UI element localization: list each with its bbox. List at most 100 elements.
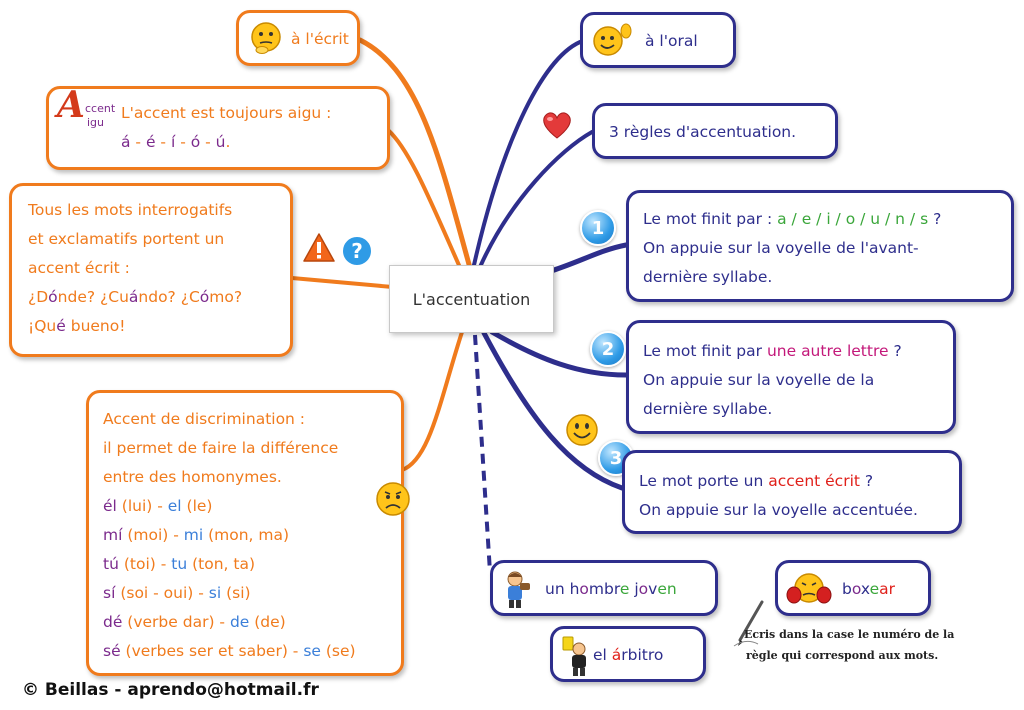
rule2-line3: dernière syllabe. bbox=[643, 400, 773, 418]
gloss: (si) bbox=[221, 584, 251, 602]
accented-vowel: á bbox=[121, 133, 131, 151]
rule-text: Le mot finit par bbox=[643, 342, 767, 360]
example-boxear-box[interactable]: boxear bbox=[775, 560, 931, 616]
accented-letter: á bbox=[128, 288, 139, 306]
accented-vowel: í bbox=[170, 133, 176, 151]
example-hombre-joven-box[interactable]: un hombre joven bbox=[490, 560, 718, 616]
pen-icon bbox=[732, 600, 768, 652]
example-letters: e bbox=[619, 580, 630, 598]
oral-box: à l'oral bbox=[580, 12, 736, 68]
logo-ccent: ccent bbox=[85, 102, 116, 115]
homonym-pair: dé (verbe dar) - de (de) bbox=[103, 608, 401, 637]
letter-separator: / bbox=[855, 210, 871, 228]
rule3-line2: On appuie sur la voyelle accentuée. bbox=[639, 501, 918, 519]
gloss: (soi - oui) - bbox=[115, 584, 209, 602]
example-letters: j bbox=[629, 580, 639, 598]
vowel-end: . bbox=[225, 133, 231, 151]
aigu-line1: L'accent est toujours aigu : bbox=[121, 104, 332, 122]
gloss: (ton, ta) bbox=[187, 555, 255, 573]
word-part: ¿D bbox=[28, 288, 49, 306]
accented-vowel: ú bbox=[215, 133, 226, 151]
ending-letter: a bbox=[777, 210, 787, 228]
example-boxear-text: boxear bbox=[842, 575, 895, 604]
ending-letter: u bbox=[870, 210, 881, 228]
example-letters: h bbox=[569, 580, 580, 598]
gloss: (se) bbox=[320, 642, 356, 660]
question-mark: ? bbox=[888, 342, 902, 360]
rule1-line2: On appuie sur la voyelle de l'avant- bbox=[643, 239, 919, 257]
rule2-box: Le mot finit par une autre lettre ? On a… bbox=[626, 320, 956, 434]
accented-word: tú bbox=[103, 555, 119, 573]
ecrit-label: à l'écrit bbox=[291, 30, 349, 48]
accented-word: sé bbox=[103, 642, 121, 660]
rule1-number-badge: 1 bbox=[580, 210, 616, 246]
homonym-pair: sé (verbes ser et saber) - se (se) bbox=[103, 637, 401, 666]
unaccented-word: si bbox=[208, 584, 222, 602]
discrim-line3: entre des homonymes. bbox=[103, 468, 282, 486]
homonym-list: él (lui) - el (le) mí (moi) - mi (mon, ma… bbox=[103, 492, 401, 666]
rule1-box: Le mot finit par : a / e / i / o / u / n… bbox=[626, 190, 1014, 302]
discrim-line1: Accent de discrimination : bbox=[103, 410, 306, 428]
discrim-line2: il permet de faire la différence bbox=[103, 439, 339, 457]
example-letters: e bbox=[869, 580, 880, 598]
word-part: ¡Qu bbox=[28, 317, 57, 335]
ending-letter: o bbox=[845, 210, 856, 228]
note-line2: règle qui correspond aux mots. bbox=[746, 649, 939, 662]
word-part: ndo? bbox=[138, 288, 176, 306]
discrimination-box: Accent de discrimination : il permet de … bbox=[86, 390, 404, 676]
ecrit-box: à l'écrit bbox=[236, 10, 360, 66]
gloss: (verbe dar) - bbox=[122, 613, 230, 631]
interrog-exclamation: ¡Qué bueno! bbox=[28, 312, 290, 341]
example-letters: o bbox=[653, 646, 664, 664]
ending-letter: e bbox=[801, 210, 812, 228]
accented-word: él bbox=[103, 497, 117, 515]
question-mark: ? bbox=[859, 472, 874, 490]
rule2-line1: Le mot finit par une autre lettre ? bbox=[643, 337, 953, 366]
unaccented-word: el bbox=[167, 497, 182, 515]
young-man-icon bbox=[503, 569, 533, 619]
svg-text:?: ? bbox=[351, 239, 363, 263]
gloss: (lui) - bbox=[116, 497, 168, 515]
interrog-line1: Tous les mots interrogatifs bbox=[28, 201, 233, 219]
rule2-line2: On appuie sur la voyelle de la bbox=[643, 371, 875, 389]
regles-label: 3 règles d'accentuation. bbox=[609, 123, 797, 141]
example-letters: rbitr bbox=[621, 646, 654, 664]
example-letters: un bbox=[545, 580, 570, 598]
example-arbitro-text: el árbitro bbox=[593, 641, 663, 670]
logo-igu: igu bbox=[87, 116, 105, 129]
interrog-examples: ¿Dónde? ¿Cuándo? ¿Cómo? bbox=[28, 283, 290, 312]
question-mark: ? bbox=[928, 210, 942, 228]
accent-aigu-logo: A ccent igu bbox=[57, 87, 121, 141]
homonym-pair: sí (soi - oui) - si (si) bbox=[103, 579, 401, 608]
example-letters: mbr bbox=[588, 580, 620, 598]
homonym-pair: mí (moi) - mi (mon, ma) bbox=[103, 521, 401, 550]
word-part: mo? bbox=[209, 288, 243, 306]
accented-vowel: é bbox=[145, 133, 156, 151]
example-arbitro-box[interactable]: el árbitro bbox=[550, 626, 706, 682]
ending-letter: n bbox=[895, 210, 905, 228]
question-icon: ? bbox=[340, 234, 374, 272]
letter-separator: / bbox=[786, 210, 802, 228]
oral-label: à l'oral bbox=[645, 32, 698, 50]
homonym-pair: tú (toi) - tu (ton, ta) bbox=[103, 550, 401, 579]
logo-letter-a: A bbox=[57, 84, 85, 126]
vowel-separator: - bbox=[175, 133, 191, 151]
highlight-text: une autre lettre bbox=[766, 342, 889, 360]
thinking-smiley-icon bbox=[249, 21, 283, 65]
ending-letter: i bbox=[826, 210, 831, 228]
accented-word: dé bbox=[103, 613, 123, 631]
happy-smiley-icon bbox=[564, 412, 600, 452]
interrogatifs-box: Tous les mots interrogatifs et exclamati… bbox=[9, 183, 293, 357]
example-letters: b bbox=[842, 580, 852, 598]
gloss: (le) bbox=[181, 497, 213, 515]
example-letters: o bbox=[638, 580, 649, 598]
gloss: (verbes ser et saber) - bbox=[120, 642, 304, 660]
word-part: nde? bbox=[57, 288, 96, 306]
example-hombre-joven-text: un hombre joven bbox=[545, 575, 677, 604]
unaccented-word: mi bbox=[183, 526, 204, 544]
gloss: (moi) - bbox=[122, 526, 184, 544]
gloss: (de) bbox=[249, 613, 286, 631]
vowel-separator: - bbox=[200, 133, 216, 151]
unaccented-word: de bbox=[229, 613, 250, 631]
instruction-note: Ecris dans la case le numéro de la règle… bbox=[744, 628, 954, 662]
